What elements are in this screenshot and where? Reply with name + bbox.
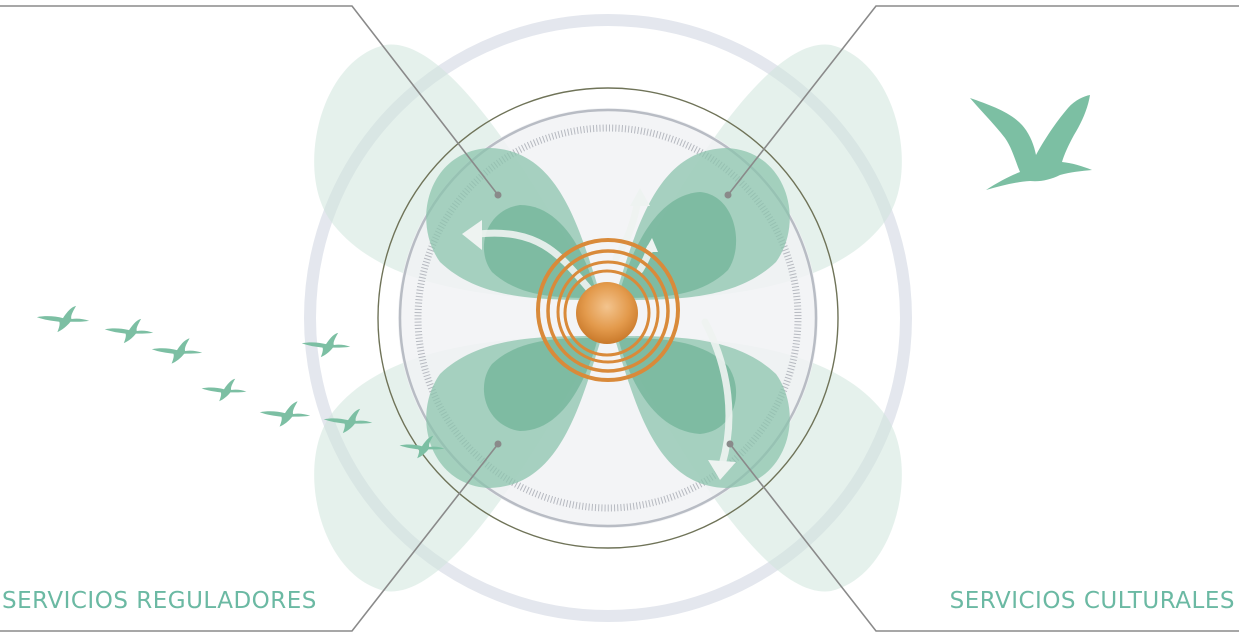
leader-line-top-right <box>727 5 1239 196</box>
inner-petal-bottom-right <box>618 338 737 434</box>
label-servicios-culturales: SERVICIOS CULTURALES <box>949 588 1235 614</box>
leader-line-top-left <box>0 5 499 196</box>
bird-icon <box>201 378 247 402</box>
dot-top-right <box>724 191 732 199</box>
bird-icon <box>36 305 90 333</box>
bird-icon <box>104 318 154 344</box>
dark-ring <box>377 87 839 549</box>
inner-petals <box>483 192 737 434</box>
center-rings <box>536 238 680 382</box>
dot-bottom-right <box>726 440 734 448</box>
arrow-bottom-right <box>701 318 733 469</box>
orange-center-disk <box>576 282 638 344</box>
inner-gray-ring <box>398 108 818 528</box>
heron-icon <box>970 95 1092 190</box>
dot-bottom-left <box>494 440 502 448</box>
bird-icon <box>259 401 311 427</box>
arrow-heads <box>462 188 736 480</box>
inner-petal-top-right <box>618 192 737 298</box>
inner-petal-bottom-left <box>483 338 598 431</box>
arrow-head-down <box>708 460 736 480</box>
arrow-head-small <box>644 238 658 252</box>
arrow-head-left <box>462 220 482 250</box>
orange-ring-1 <box>536 238 680 382</box>
arrow-head-up <box>630 188 650 206</box>
leader-line-bottom-right <box>729 443 1239 632</box>
inner-petal-top-left <box>483 205 598 298</box>
outer-ring <box>304 14 912 622</box>
bird-icon <box>151 338 203 364</box>
orange-ring-2 <box>546 249 670 373</box>
leader-line-bottom-left <box>0 443 499 632</box>
dot-top-left <box>494 191 502 199</box>
label-servicios-reguladores: SERVICIOS REGULADORES <box>2 588 317 614</box>
leader-dots <box>494 191 734 448</box>
orange-ring-3 <box>556 260 660 364</box>
leader-lines <box>0 5 1239 632</box>
tick-ring <box>414 124 802 512</box>
orange-ring-4 <box>563 269 651 357</box>
